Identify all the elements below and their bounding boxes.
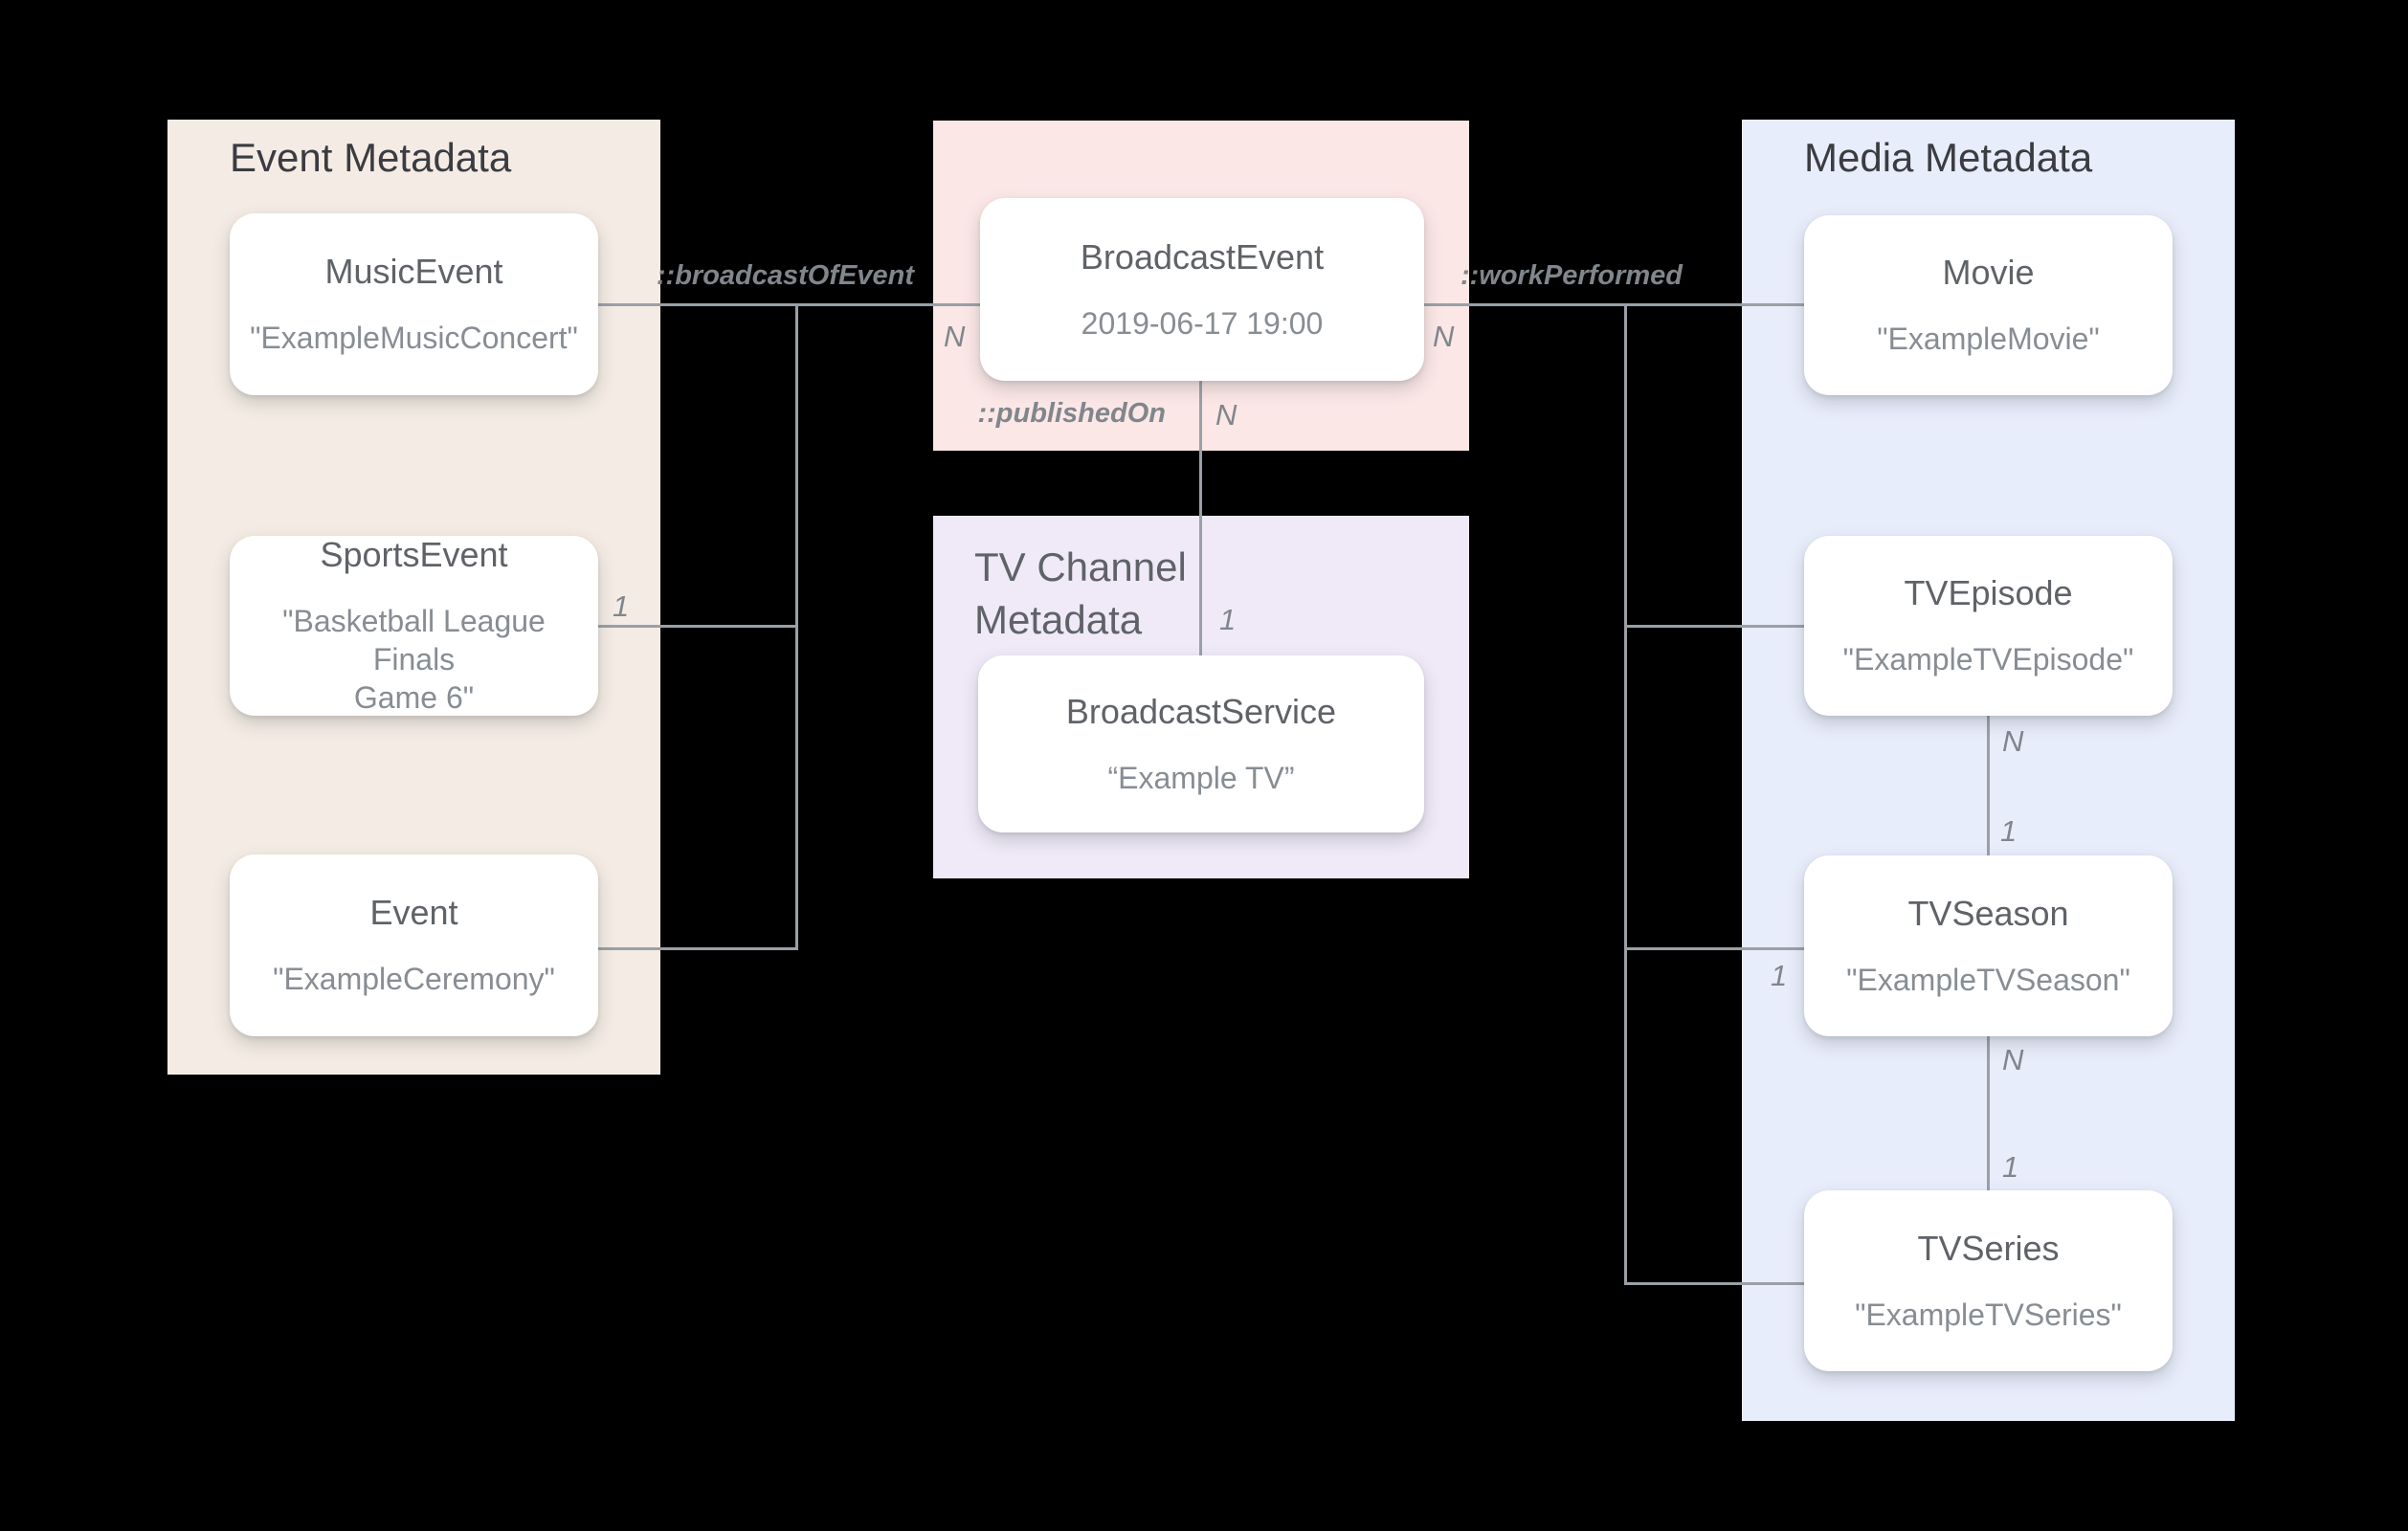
musicevent-card-subtitle: "ExampleMusicConcert" bbox=[250, 321, 578, 355]
musicevent-card-title: MusicEvent bbox=[324, 252, 503, 291]
tvseason-card-title: TVSeason bbox=[1907, 893, 2069, 933]
connector-sportsevent-branch bbox=[598, 625, 798, 628]
movie-card-title: Movie bbox=[1942, 253, 2035, 292]
connector-tvseries-branch bbox=[1624, 1282, 1804, 1285]
cardinality-n-episode-season: N bbox=[2002, 724, 2024, 758]
tvseries-card-subtitle: "ExampleTVSeries" bbox=[1855, 1297, 2122, 1332]
relation-publishedon-label: ::publishedOn bbox=[977, 398, 1166, 429]
connector-right-trunk bbox=[1624, 303, 1627, 1285]
tvseason-card-subtitle: "ExampleTVSeason" bbox=[1846, 962, 2130, 997]
cardinality-1-publishedon: 1 bbox=[1219, 603, 1237, 636]
event-metadata-title: Event Metadata bbox=[230, 135, 512, 180]
connector-publishedon bbox=[1199, 381, 1202, 655]
event-card-title: Event bbox=[369, 893, 458, 932]
musicevent-card: MusicEvent "ExampleMusicConcert" bbox=[230, 213, 598, 395]
sportsevent-card-title: SportsEvent bbox=[320, 535, 508, 574]
cardinality-1-season-series: 1 bbox=[2002, 1150, 2019, 1184]
tvseries-card: TVSeries "ExampleTVSeries" bbox=[1804, 1190, 2173, 1371]
event-card: Event "ExampleCeremony" bbox=[230, 854, 598, 1036]
broadcastservice-card-title: BroadcastService bbox=[1065, 691, 1337, 731]
event-card-subtitle: "ExampleCeremony" bbox=[273, 962, 555, 996]
connector-episode-season bbox=[1987, 716, 1990, 855]
connector-musicevent-broadcastevent bbox=[598, 303, 980, 306]
cardinality-1-episode-season: 1 bbox=[2000, 814, 2018, 848]
sportsevent-card-subtitle: "Basketball League Finals Game 6" bbox=[282, 604, 546, 715]
tvseries-card-title: TVSeries bbox=[1917, 1228, 2060, 1268]
cardinality-1-sportsevent: 1 bbox=[613, 589, 630, 623]
broadcastservice-card: BroadcastService “Example TV” bbox=[978, 655, 1424, 832]
connector-tvepisode-branch bbox=[1624, 625, 1804, 628]
broadcastevent-card: BroadcastEvent 2019-06-17 19:00 bbox=[980, 198, 1424, 381]
movie-card: Movie "ExampleMovie" bbox=[1804, 215, 2173, 395]
broadcastevent-card-subtitle: 2019-06-17 19:00 bbox=[1081, 305, 1324, 341]
relation-broadcastofevent-label: ::broadcastOfEvent bbox=[656, 260, 914, 291]
tvepisode-card-title: TVEpisode bbox=[1904, 573, 2073, 612]
cardinality-n-season-series: N bbox=[2002, 1043, 2024, 1076]
relation-workperformed-label: ::workPerformed bbox=[1460, 260, 1683, 291]
connector-tvseason-branch bbox=[1624, 947, 1804, 950]
connector-event-branch bbox=[598, 947, 798, 950]
tvepisode-card-subtitle: "ExampleTVEpisode" bbox=[1842, 642, 2134, 677]
cardinality-n-musicevent-broadcastevent: N bbox=[944, 320, 966, 353]
broadcastservice-card-subtitle: “Example TV” bbox=[1107, 760, 1295, 795]
broadcastevent-card-title: BroadcastEvent bbox=[1080, 236, 1325, 277]
tvseason-card: TVSeason "ExampleTVSeason" bbox=[1804, 855, 2173, 1036]
movie-card-subtitle: "ExampleMovie" bbox=[1877, 322, 2100, 356]
tv-channel-metadata-title: TV Channel Metadata bbox=[974, 544, 1187, 642]
connector-broadcastevent-movie bbox=[1424, 303, 1804, 306]
media-metadata-title: Media Metadata bbox=[1804, 135, 2093, 180]
cardinality-1-tvseason-branch: 1 bbox=[1771, 959, 1788, 992]
cardinality-n-publishedon: N bbox=[1215, 398, 1237, 432]
connector-season-series bbox=[1987, 1036, 1990, 1190]
tvepisode-card: TVEpisode "ExampleTVEpisode" bbox=[1804, 536, 2173, 716]
cardinality-n-broadcastevent-movie: N bbox=[1433, 320, 1455, 353]
sportsevent-card: SportsEvent "Basketball League Finals Ga… bbox=[230, 535, 598, 716]
